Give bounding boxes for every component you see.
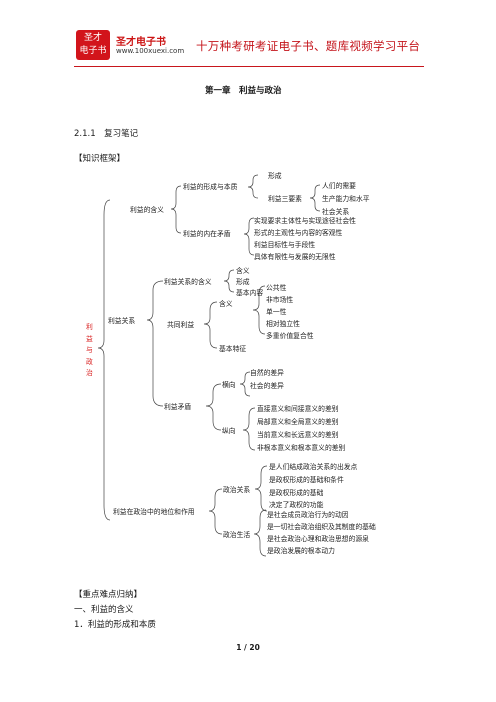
b1-c2-item: 利益目标性与手段性 xyxy=(254,241,316,249)
b1-c2-item: 具体有限性与发展的无限性 xyxy=(254,253,336,261)
b3-c1-label: 政治关系 xyxy=(223,486,251,494)
b1-c1-leaf2: 利益三要素 xyxy=(268,195,302,203)
outline-item: 1．利益的形成和本质 xyxy=(74,620,156,630)
b2-c2-label: 共同利益 xyxy=(167,321,195,329)
b1-label: 利益的含义 xyxy=(130,206,164,214)
key-points-label: 【重点难点归纳】 xyxy=(74,590,143,600)
b1-c2-item: 形式的主观性与内容的客观性 xyxy=(254,229,343,237)
mindmap-root: 利 益 与 政 治 xyxy=(86,323,93,377)
b2-h-item: 社会的差异 xyxy=(250,382,284,390)
b1-c1-label: 利益的形成与本质 xyxy=(183,183,238,191)
b1-c1-leaf1: 形成 xyxy=(268,172,282,180)
b3-c2-item: 是社会政治心理和政治思想的源泉 xyxy=(267,535,369,543)
brand-logo: 圣才 电子书 xyxy=(76,30,110,60)
b2-v-item: 局部意义和全局意义的差别 xyxy=(257,418,339,426)
b2-c3-vertical: 纵向 xyxy=(222,427,236,435)
b1-c2-item: 实现要求主体性与实现途径社会性 xyxy=(254,217,356,225)
b1-element: 社会关系 xyxy=(322,208,350,216)
b2-v-item: 非根本意义和根本意义的差别 xyxy=(257,444,346,452)
b2-feature: 公共性 xyxy=(266,284,287,292)
b2-feature: 相对独立性 xyxy=(266,320,300,328)
logo-line2: 电子书 xyxy=(79,46,107,56)
b3-c1-item: 决定了政权的功能 xyxy=(269,501,324,509)
b2-label: 利益关系 xyxy=(108,317,136,325)
b2-c1-label: 利益关系的含义 xyxy=(164,278,212,286)
b3-c2-label: 政治生活 xyxy=(223,531,251,539)
b2-feature: 多重价值复合性 xyxy=(266,332,314,340)
b2-c1-item: 基本内容 xyxy=(236,289,264,297)
b2-feature: 单一性 xyxy=(266,308,287,316)
b2-feature: 非市场性 xyxy=(266,296,294,304)
b3-c1-item: 是政权形成的基础 xyxy=(269,489,324,497)
chapter-title: 第一章 利益与政治 xyxy=(205,86,282,96)
b2-c2-features-label: 基本特征 xyxy=(219,345,247,353)
b2-c1-item: 形成 xyxy=(236,278,250,286)
b3-c2-item: 是一切社会政治组织及其制度的基础 xyxy=(267,523,376,531)
page-number: 1 / 20 xyxy=(236,643,260,652)
b3-label: 利益在政治中的地位和作用 xyxy=(113,508,195,516)
outline-item: 一、利益的含义 xyxy=(74,605,134,615)
b1-element: 人们的需要 xyxy=(322,182,356,190)
b1-element: 生产能力和水平 xyxy=(322,195,370,203)
b3-c2-item: 是社会成员政治行为的动因 xyxy=(267,511,349,519)
b2-v-item: 直接意义和间接意义的差别 xyxy=(257,405,339,413)
b1-c2-label: 利益的内在矛盾 xyxy=(183,230,231,238)
brand-url[interactable]: www.100xuexi.com xyxy=(116,47,185,55)
b3-c1-item: 是政权形成的基础和条件 xyxy=(269,476,344,484)
b3-c2-item: 是政治发展的根本动力 xyxy=(267,547,335,555)
knowledge-frame-label: 【知识框架】 xyxy=(74,154,126,164)
b3-c1-item: 是人们结成政治关系的出发点 xyxy=(269,463,358,471)
brand-name: 圣才电子书 xyxy=(116,37,166,48)
b2-c3-label: 利益矛盾 xyxy=(164,403,192,411)
b2-v-item: 当前意义和长远意义的差别 xyxy=(257,431,339,439)
b2-c2-meaning: 含义 xyxy=(219,300,233,308)
b2-c3-horizontal: 横向 xyxy=(222,381,236,389)
b2-h-item: 自然的差异 xyxy=(250,369,284,377)
header-divider xyxy=(74,66,424,67)
b2-c1-item: 含义 xyxy=(236,267,250,275)
section-title: 2.1.1 复习笔记 xyxy=(74,129,139,139)
header-slogan: 十万种考研考证电子书、题库视频学习平台 xyxy=(196,39,421,53)
logo-line1: 圣才 xyxy=(83,33,102,43)
